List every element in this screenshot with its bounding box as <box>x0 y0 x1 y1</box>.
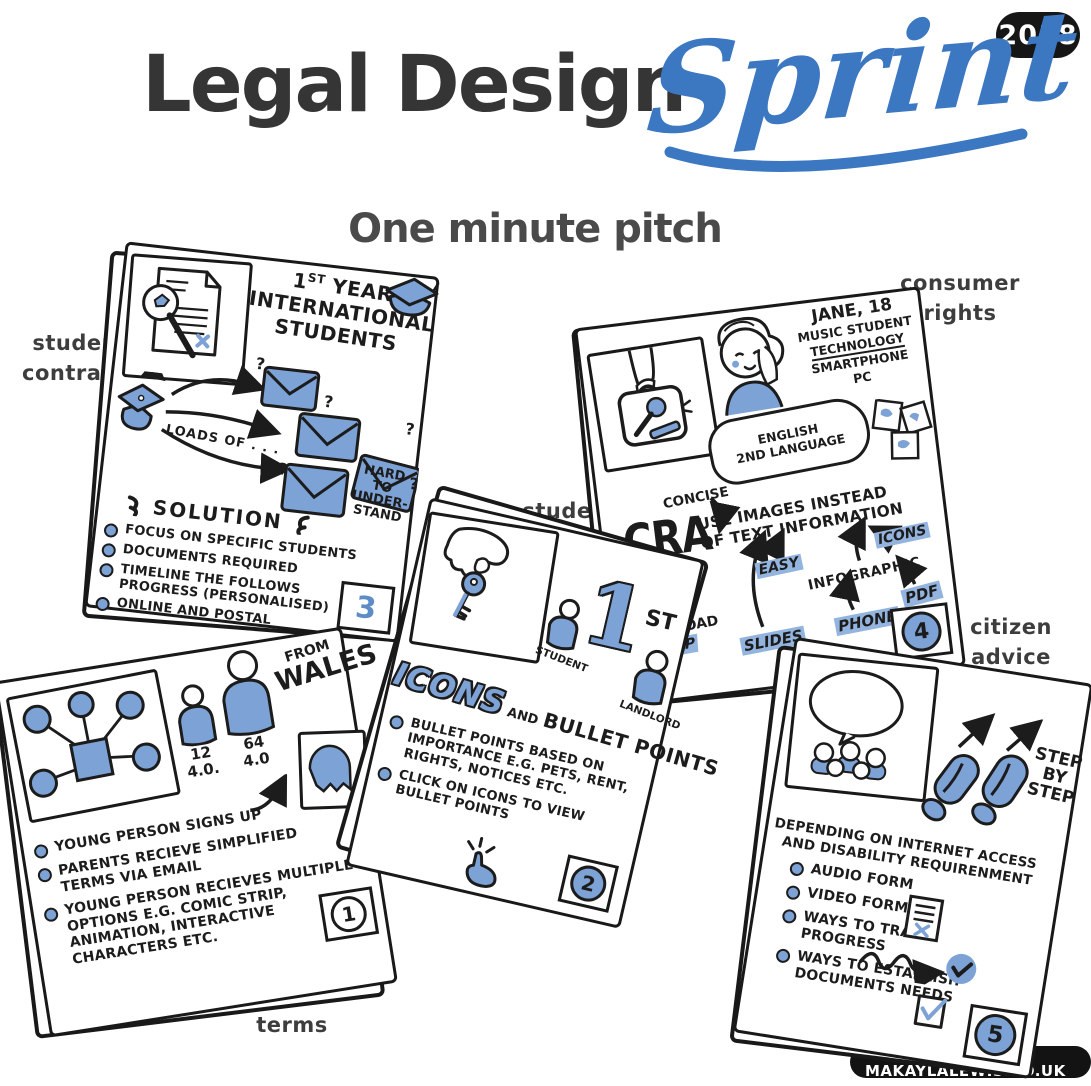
year-badge: 2018 <box>996 12 1080 58</box>
step-by-step-text: STEP BY STEP <box>1025 743 1085 809</box>
card1-bullet-list: YOUNG PERSON SIGNS UP PARENTS RECIEVE SI… <box>33 790 384 978</box>
crowd-speech-bubble-icon <box>808 669 904 781</box>
card-number-badge: 2 <box>557 854 619 913</box>
bullet-dot-icon <box>43 906 60 923</box>
gavel-briefcase-icon <box>617 346 693 447</box>
bullet-dot-icon <box>785 884 802 901</box>
infographic-text: INFOGRAPHIC <box>806 554 922 594</box>
hand-holding-key-icon <box>443 527 510 621</box>
easy-tag: EASY <box>754 553 804 580</box>
bullet-dot-icon <box>781 908 798 925</box>
from-wales-text: FROM WALES <box>271 637 381 699</box>
pointer-click-icon <box>465 836 497 888</box>
hard-to-understand-text: HARD TO UNDER- STAND <box>350 462 409 526</box>
bullet-dot-icon <box>788 860 805 877</box>
bullet-dot-icon <box>103 522 119 539</box>
check-circle-icon <box>946 953 977 984</box>
gavel-frame <box>586 335 722 473</box>
card-number-badge: 1 <box>318 886 380 943</box>
ghost-icon <box>308 744 352 793</box>
person-icon <box>178 684 218 747</box>
bullet-dot-icon <box>98 562 115 578</box>
document-magnifier-icon <box>142 266 222 359</box>
card-number-badge: 5 <box>962 1003 1029 1067</box>
landlord-figure: LANDLORD <box>617 644 682 732</box>
solution-heading: SOLUTION <box>124 492 335 540</box>
card-citizen-advice: STEP BY STEP DEPENDING ON INTERNET ACCES… <box>729 636 1091 1080</box>
bullet-dot-icon <box>376 765 394 783</box>
envelopes-arrows-icon <box>160 365 421 518</box>
bullet-dot-icon <box>101 542 117 559</box>
document-x-icon <box>903 894 945 943</box>
bullet-dot-icon <box>775 947 792 964</box>
card-number-badge: 3 <box>336 580 396 635</box>
card-number-badge: 4 <box>889 602 954 661</box>
network-frame <box>5 668 182 824</box>
envelope-icon <box>294 412 362 463</box>
swirl-icon <box>127 495 139 518</box>
arrow-to-ghost-icon <box>250 774 288 812</box>
bullet-dot-icon <box>36 867 53 884</box>
card-consumer-rights: JANE, 18 MUSIC STUDENT TECHNOLOGY SMARTP… <box>571 286 966 710</box>
page-title: Legal Design <box>142 40 687 130</box>
swirl-icon <box>295 515 310 536</box>
footsteps-icon <box>921 713 1044 826</box>
ghost-frame <box>297 729 369 810</box>
checkbox-icon <box>913 994 948 1029</box>
image-pages-icon <box>871 398 933 460</box>
student-figure: STUDENT <box>533 593 591 675</box>
subtitle: One minute pitch <box>348 206 723 252</box>
network-diagram-icon <box>22 690 161 798</box>
squiggle-arrow-icon <box>858 951 946 988</box>
envelope-icon <box>260 365 321 412</box>
envelope-icon <box>280 462 350 518</box>
group-speech-frame <box>784 652 940 803</box>
persona-details: JANE, 18 MUSIC STUDENT TECHNOLOGY SMARTP… <box>796 294 913 387</box>
icons-tag: ICONS <box>873 521 931 549</box>
persona-jane-avatar <box>717 317 785 416</box>
graduation-cap-icon <box>385 277 440 317</box>
bullet-dot-icon <box>94 595 111 612</box>
person-icon <box>222 650 276 736</box>
document-magnifier-frame <box>121 253 254 387</box>
person-icon <box>631 649 669 706</box>
person-icon <box>545 598 580 651</box>
card-student-tenancy: STUDENT 1ST LANDLORD ICONS AND BULLET PO… <box>334 484 722 929</box>
bullet-dot-icon <box>388 713 405 731</box>
mortarboard-person-icon <box>117 368 166 431</box>
card-student-contracts: 1ST YEAR INTERNATIONAL STUDENTS LOADS OF… <box>81 241 440 643</box>
bullet-dot-icon <box>33 843 50 860</box>
hand-key-frame <box>408 511 560 665</box>
envelope-icon <box>350 453 421 513</box>
label-citizen-advice: citizen advice <box>970 615 1052 670</box>
title-underline-swoosh-icon <box>664 128 1028 172</box>
